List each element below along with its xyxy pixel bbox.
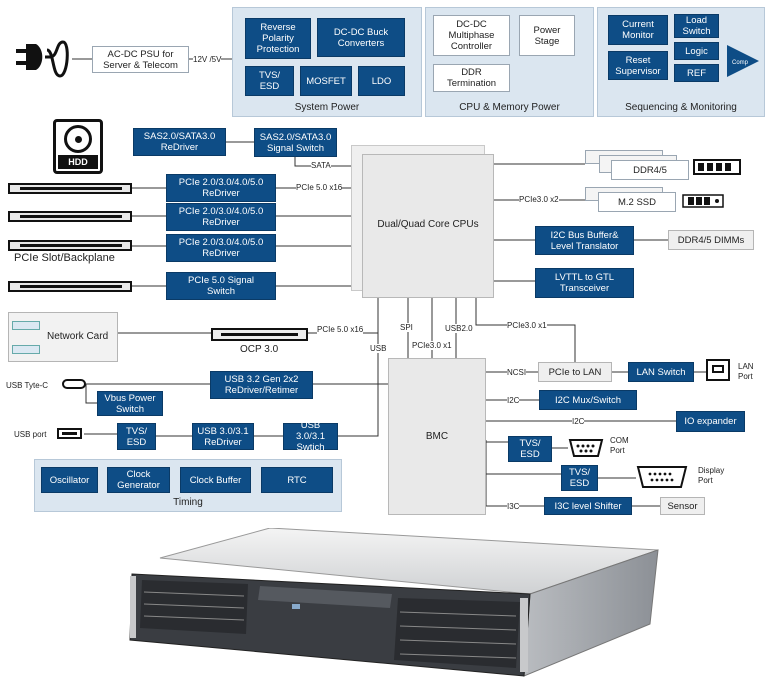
oscillator-box: Oscillator [41,467,98,493]
system-power-title: System Power [294,102,360,113]
pcie-x1-bus-label-a: PCIe3.0 x1 [412,341,452,350]
lan-port-icon [706,359,730,381]
display-port-icon [636,466,688,488]
mosfet-box: MOSFET [300,66,352,96]
lan-port-label: LAN Port [738,362,754,381]
tvs-esd-power-box: TVS/ ESD [245,66,294,96]
pcie-signal-switch: PCIe 5.0 Signal Switch [166,272,276,300]
i2c-label-a: I2C [507,396,520,405]
rack-server-image [129,528,659,677]
usb-tvs-esd-box: TVS/ ESD [117,423,156,450]
comparator-icon: Comp [727,45,759,77]
ocp-label: OCP 3.0 [240,344,279,355]
com-port-label: COM Port [610,436,629,455]
pcie-slot-backplane-label: PCIe Slot/Backplane [14,252,115,264]
pcie-redriver-3: PCIe 2.0/3.0/4.0/5.0 ReDriver [166,234,276,262]
voltage-label: 12V /5V [193,55,222,64]
com-tvs-esd-box: TVS/ ESD [508,436,552,462]
i2c-mux-box: I2C Mux/Switch [539,390,637,410]
sas-redriver-box: SAS2.0/SATA3.0 ReDriver [133,128,226,156]
pcie-x2-label: PCIe3.0 x2 [519,195,559,204]
hdd-icon-text: HDD [58,155,98,169]
i2c-bus-buffer-box: I2C Bus Buffer& Level Translator [535,226,634,255]
reset-supervisor-box: Reset Supervisor [608,51,668,80]
display-tvs-esd-box: TVS/ ESD [561,465,598,491]
ddr-termination-box: DDR Termination [433,64,510,92]
multiphase-controller-box: DC-DC Multiphase Controller [433,15,510,56]
usb-port-label: USB port [14,430,47,439]
usb-typec-label: USB Tyte-C [6,381,49,390]
pcie-slot-1 [8,183,132,194]
m2-ssd-icon [682,194,724,208]
rtc-box: RTC [261,467,333,493]
pcie-x16-label: PCIe 5.0 x16 [296,183,343,192]
reverse-polarity-box: Reverse Polarity Protection [245,18,311,59]
ocp-slot [211,328,308,341]
usb2-bus-label: USB2.0 [445,324,473,333]
display-port-label: Display Port [698,466,725,485]
m2-ssd-box: M.2 SSD [598,192,676,212]
usb31-switch-box: USB 3.0/3.1 Swtich [283,420,338,453]
sensor-box: Sensor [660,497,705,515]
io-expander-box: IO expander [676,411,745,432]
pcie-redriver-1: PCIe 2.0/3.0/4.0/5.0 ReDriver [166,174,276,202]
ddr-box: DDR4/5 [611,160,689,180]
sata-label: SATA [311,161,331,170]
spi-bus-label: SPI [400,323,413,332]
bmc-box: BMC [388,358,486,515]
logic-box: Logic [674,42,719,60]
ncsi-label: NCSI [507,368,527,377]
lan-switch-box: LAN Switch [628,362,694,382]
usb-typec-icon [62,379,86,389]
pcie-to-lan-box: PCIe to LAN [538,362,612,382]
ref-box: REF [674,64,719,82]
ldo-box: LDO [358,66,405,96]
lvttl-gtl-box: LVTTL to GTL Transceiver [535,268,634,298]
sas-signal-switch-box: SAS2.0/SATA3.0 Signal Switch [254,128,337,157]
cpu-box: Dual/Quad Core CPUs [362,154,494,298]
clock-buffer-box: Clock Buffer [180,467,251,493]
i2c-label-b: I2C [572,417,585,426]
dc-dc-buck-box: DC-DC Buck Converters [317,18,405,57]
usb-port-icon [57,428,82,439]
bmc-label: BMC [425,431,449,442]
current-monitor-box: Current Monitor [608,15,668,45]
load-switch-box: Load Switch [674,14,719,38]
clock-generator-box: Clock Generator [107,467,170,493]
vbus-power-switch-box: Vbus Power Switch [97,391,163,416]
pcie-slot-2 [8,211,132,222]
pcie-redriver-2: PCIe 2.0/3.0/4.0/5.0 ReDriver [166,203,276,231]
pcie-slot-4 [8,281,132,292]
pcie-x1-bus-label-b: PCIe3.0 x1 [507,321,547,330]
pcie-slot-3 [8,240,132,251]
power-stage-box: Power Stage [519,15,575,56]
network-port-icon-2 [12,345,40,354]
i3c-label: I3C [507,502,520,511]
psu-box: AC-DC PSU for Server & Telecom [92,46,189,73]
network-card-box: Network Card [8,312,118,362]
sequencing-monitoring-title: Sequencing & Monitoring [625,102,737,113]
usb-bus-label: USB [370,344,387,353]
ddr-dimms-box: DDR4/5 DIMMs [668,230,754,250]
usb32-redriver-box: USB 3.2 Gen 2x2 ReDriver/Retimer [210,371,313,399]
memory-module-icon [693,159,741,175]
i3c-level-shifter-box: I3C level Shifter [544,497,632,515]
network-card-label: Network Card [47,331,109,342]
comparator-label: Comp [732,60,749,66]
com-port-icon [568,439,604,457]
timing-title: Timing [173,497,203,508]
hdd-icon: HDD [53,119,103,174]
network-x16-label: PCIe 5.0 x16 [317,325,364,334]
power-plug-icon [16,40,69,78]
cpu-label: Dual/Quad Core CPUs [377,219,479,230]
usb31-redriver-box: USB 3.0/3.1 ReDriver [192,423,254,450]
cpu-memory-power-title: CPU & Memory Power [459,102,560,113]
network-port-icon-1 [12,321,40,330]
